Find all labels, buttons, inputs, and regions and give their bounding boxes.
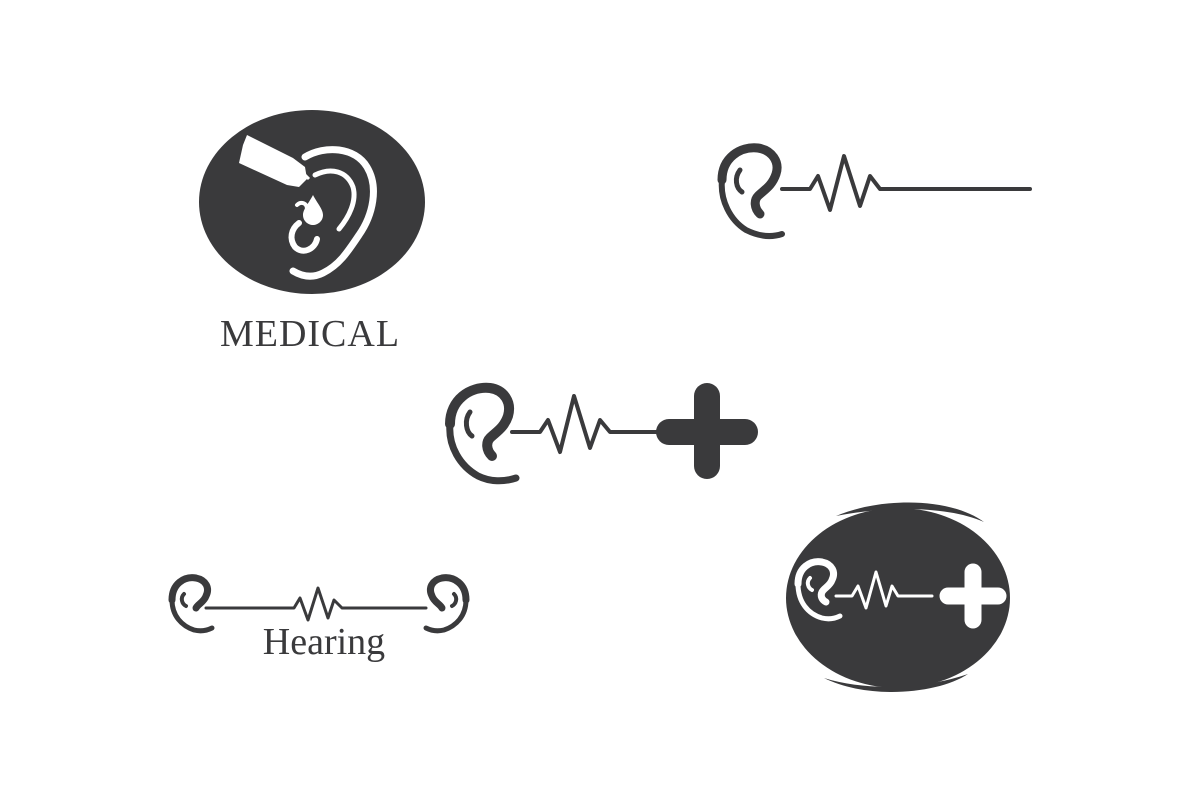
dropper-bottle-icon	[239, 135, 311, 187]
ear-wave-plus-logo	[445, 382, 758, 485]
medical-caption: MEDICAL	[219, 313, 401, 355]
ear-drops-medical-logo	[199, 110, 425, 294]
heartbeat-wave-icon	[834, 570, 934, 610]
swoosh-top	[836, 502, 984, 522]
swoosh-bottom	[824, 674, 968, 692]
ears-hearing-logo	[168, 574, 470, 634]
ear-icon	[445, 382, 520, 485]
ear-wave-line-logo	[717, 143, 1032, 240]
heartbeat-wave-icon	[204, 586, 428, 622]
ear-icon	[423, 574, 470, 634]
plus-cross-icon	[939, 563, 1007, 629]
ear-icon	[168, 574, 215, 634]
ear-icon	[794, 558, 843, 622]
heartbeat-wave-icon	[780, 154, 1032, 212]
ear-icon	[288, 146, 377, 280]
water-drop-icon	[303, 195, 323, 225]
heartbeat-wave-icon	[510, 394, 662, 454]
hearing-caption: Hearing	[262, 621, 386, 663]
badge-ellipse	[786, 508, 1010, 688]
plus-cross-icon	[656, 383, 758, 479]
ear-icon	[717, 143, 785, 240]
ear-wave-plus-badge-logo	[786, 502, 1010, 692]
